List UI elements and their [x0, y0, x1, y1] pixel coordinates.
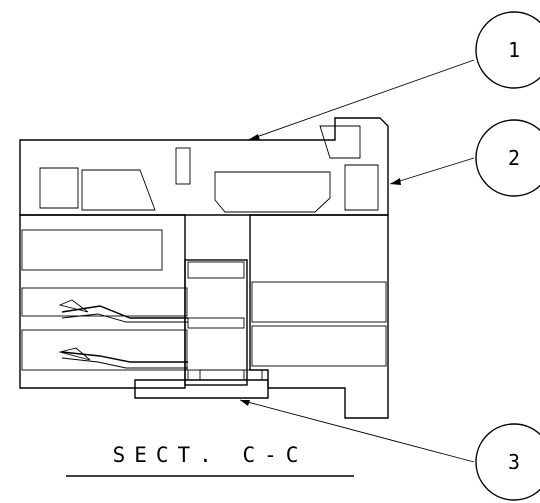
callout-2-label: 2 — [508, 146, 520, 170]
callout-2: 2 — [475, 119, 540, 197]
leader-lines — [239, 59, 475, 463]
section-title-text: SECT. C-C — [113, 443, 308, 467]
contact-springs — [58, 299, 188, 369]
callout-3: 3 — [475, 423, 540, 501]
callout-1-label: 1 — [508, 38, 520, 62]
section-title: SECT. C-C — [66, 443, 354, 477]
callout-1: 1 — [475, 11, 540, 89]
housing-part — [19, 117, 389, 419]
callout-3-label: 3 — [508, 450, 520, 474]
sleeve-part — [134, 259, 269, 399]
